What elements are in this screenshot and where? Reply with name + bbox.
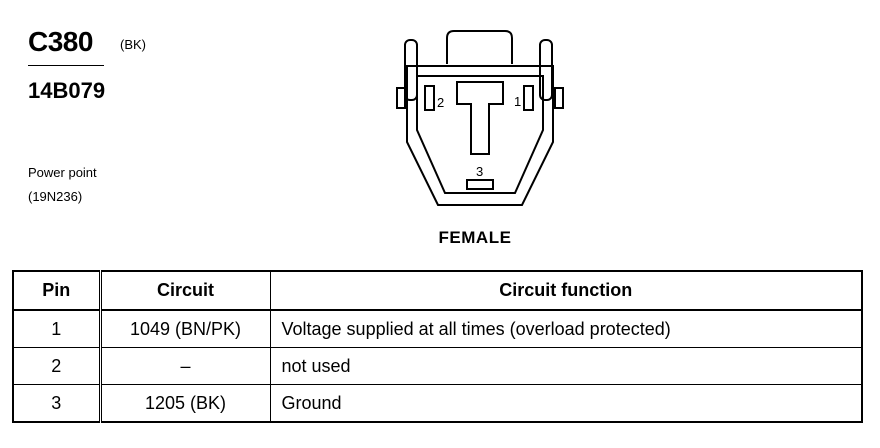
part-number: 14B079 bbox=[28, 78, 106, 103]
right-tab bbox=[554, 87, 564, 109]
pinout-table: Pin Circuit Circuit function 1 1049 (BN/… bbox=[12, 270, 863, 423]
pin-cell: 2 bbox=[12, 347, 102, 385]
pin-3-slot bbox=[466, 179, 494, 190]
connector-color: (BK) bbox=[120, 37, 146, 52]
header-circuit-function: Circuit function bbox=[269, 270, 863, 311]
pin-1-slot bbox=[523, 85, 534, 111]
table-row: 1 1049 (BN/PK) Voltage supplied at all t… bbox=[12, 309, 863, 348]
connector-cavity bbox=[416, 75, 544, 194]
header-divider bbox=[28, 65, 104, 66]
connector-part-code: (19N236) bbox=[28, 189, 83, 204]
table-row: 3 1205 (BK) Ground bbox=[12, 384, 863, 423]
circuit-cell: 1205 (BK) bbox=[99, 384, 271, 423]
function-cell: not used bbox=[269, 347, 863, 385]
view-label: FEMALE bbox=[438, 228, 512, 247]
connector-face-diagram: 2 1 3 bbox=[396, 30, 564, 206]
left-tab bbox=[396, 87, 406, 109]
function-cell: Ground bbox=[269, 384, 863, 423]
circuit-cell: – bbox=[99, 347, 271, 385]
table-header-row: Pin Circuit Circuit function bbox=[12, 270, 863, 311]
pin-cell: 3 bbox=[12, 384, 102, 423]
connector-header: C380 (BK) 14B079 Power point (19N236) bbox=[28, 26, 228, 216]
circuit-cell: 1049 (BN/PK) bbox=[99, 309, 271, 348]
pin-2-slot bbox=[424, 85, 435, 111]
left-clip bbox=[404, 39, 418, 101]
polarizing-key bbox=[456, 81, 504, 155]
table-row: 2 – not used bbox=[12, 347, 863, 385]
connector-housing bbox=[406, 65, 554, 206]
connector-latch bbox=[446, 30, 513, 64]
pin-3-label: 3 bbox=[476, 164, 483, 179]
pin-2-label: 2 bbox=[437, 95, 444, 110]
connector-id: C380 bbox=[28, 26, 93, 57]
connector-description: Power point bbox=[28, 165, 97, 180]
header-pin: Pin bbox=[12, 270, 102, 311]
function-cell: Voltage supplied at all times (overload … bbox=[269, 309, 863, 348]
pin-1-label: 1 bbox=[514, 94, 521, 109]
pin-cell: 1 bbox=[12, 309, 102, 348]
right-clip bbox=[539, 39, 553, 101]
header-circuit: Circuit bbox=[99, 270, 271, 311]
